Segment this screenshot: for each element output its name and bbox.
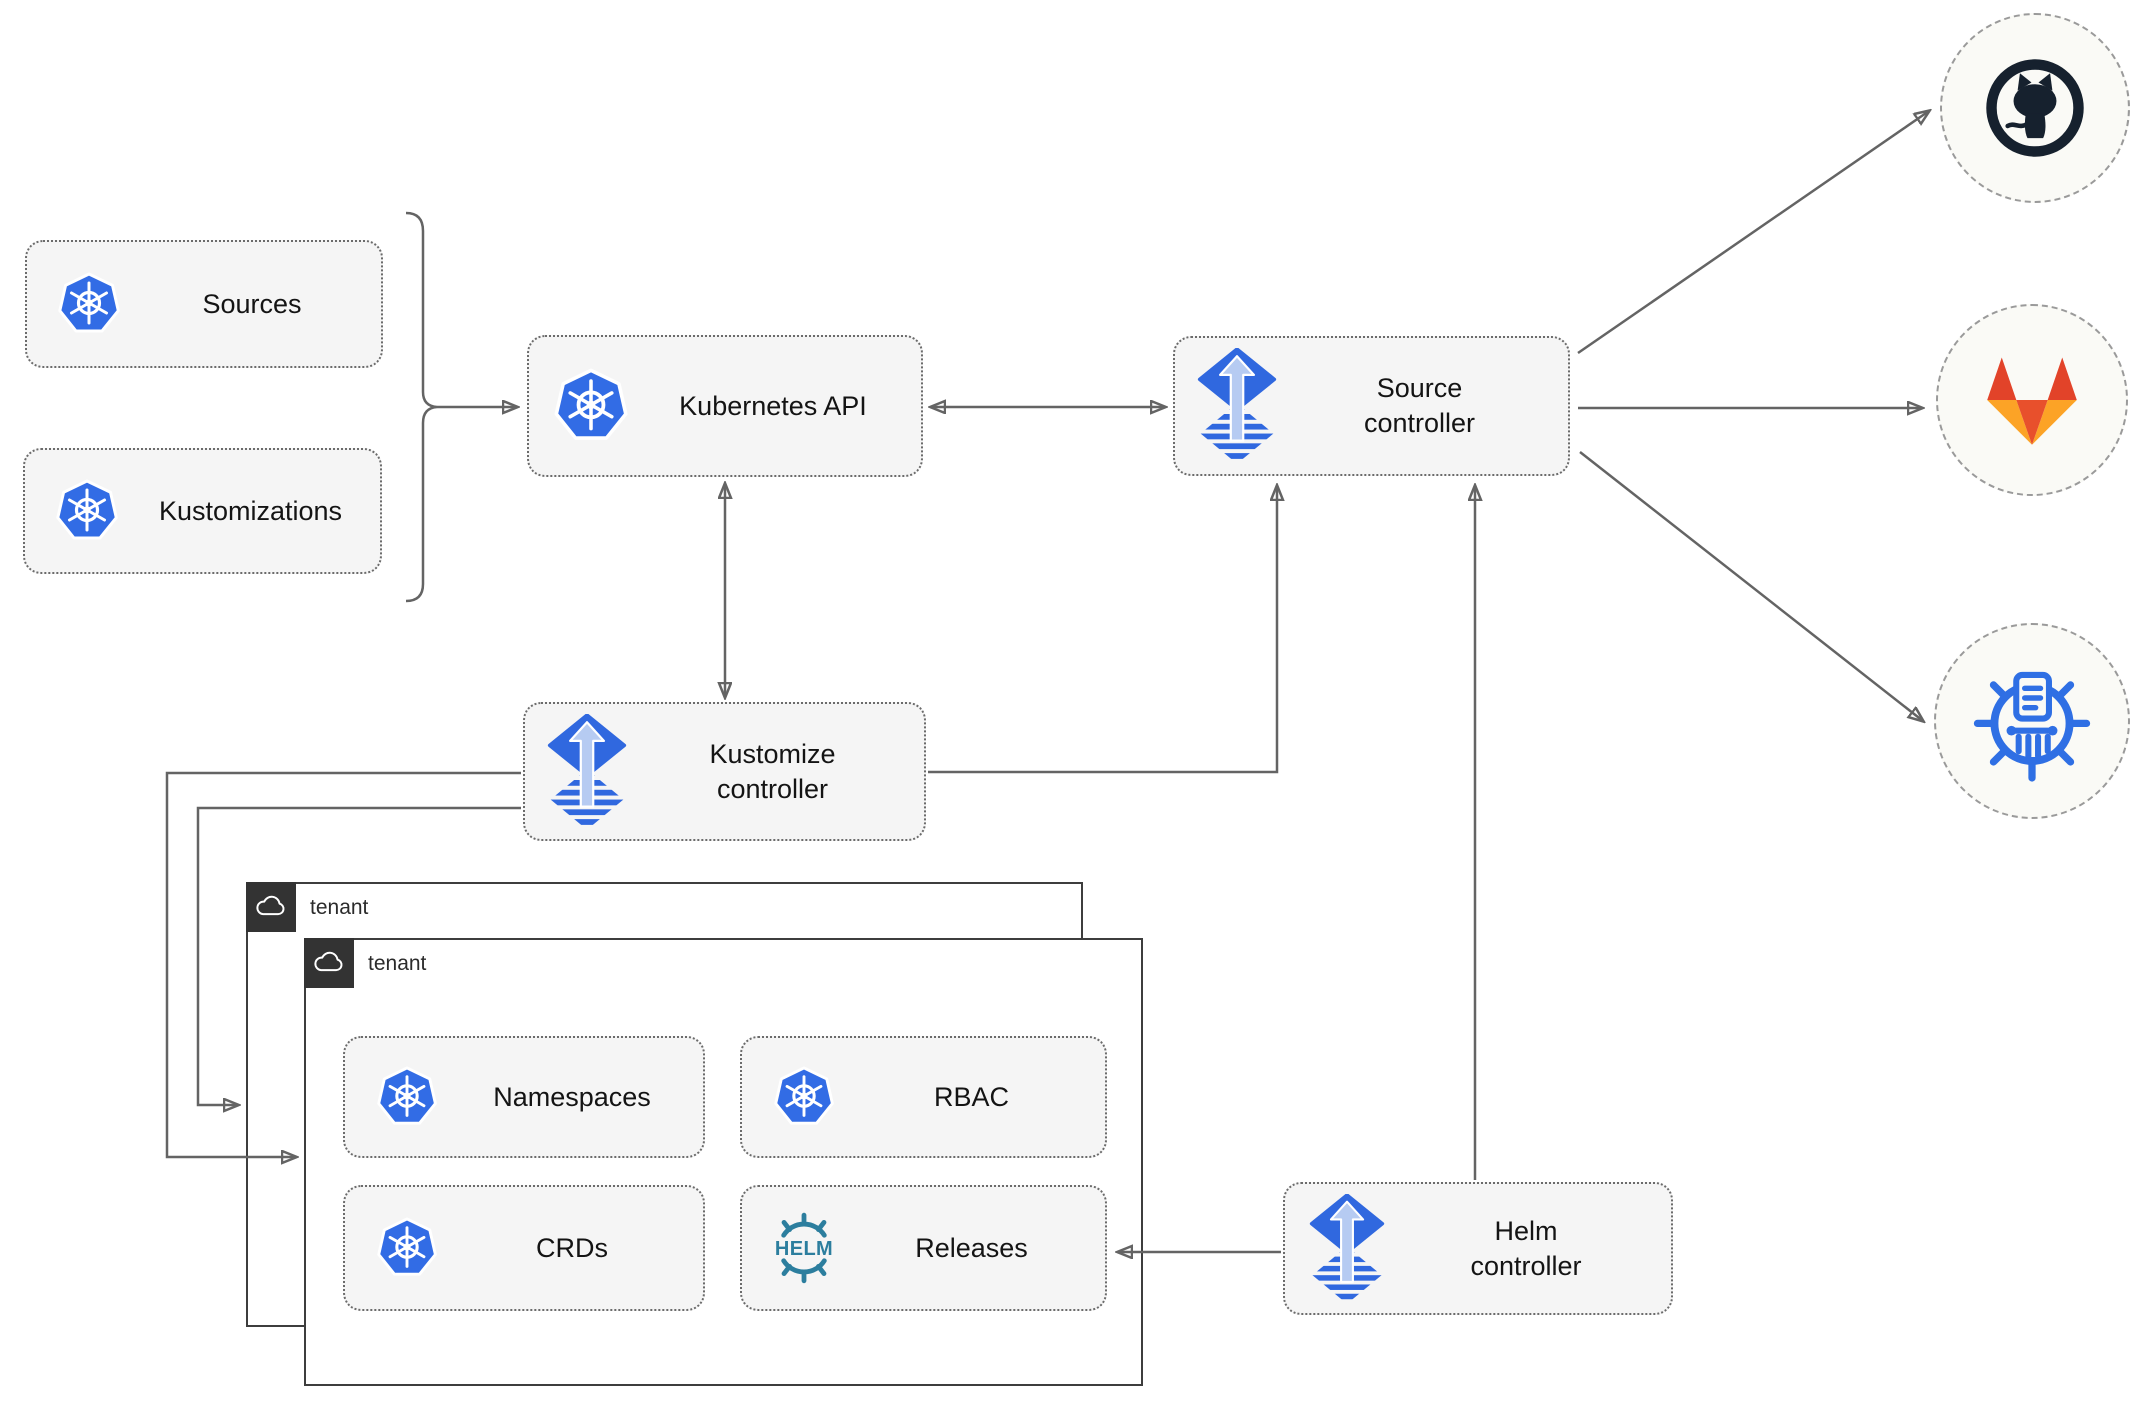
- node-label: Sources: [202, 288, 302, 319]
- kubernetes-icon: [773, 1066, 835, 1128]
- tenant-label: tenant: [368, 952, 427, 975]
- edge-kustomize-to-source: [928, 486, 1277, 774]
- kubernetes-icon: [553, 368, 629, 444]
- node-label: Kubernetes API: [679, 390, 867, 421]
- tenant-header: [246, 882, 296, 932]
- external-gitlab: [1936, 304, 2128, 496]
- node-label: CRDs: [536, 1232, 608, 1263]
- tenant-group-inner: tenant: [304, 938, 1143, 1386]
- node-rbac: RBAC: [740, 1036, 1107, 1158]
- kubernetes-icon: [57, 272, 121, 336]
- node-label: Kustomizations: [158, 495, 343, 526]
- cloud-icon: [255, 895, 287, 919]
- flux-icon: [1197, 348, 1277, 464]
- node-crds: CRDs: [343, 1185, 705, 1311]
- node-label: Kustomize controller: [709, 738, 836, 804]
- node-namespaces: Namespaces: [343, 1036, 705, 1158]
- helm-icon: HELM: [775, 1212, 833, 1284]
- node-helm-controller: Helm controller: [1283, 1182, 1673, 1315]
- flux-icon: [1309, 1194, 1385, 1304]
- node-label: Releases: [915, 1232, 1028, 1263]
- node-source-controller: Source controller: [1173, 336, 1570, 476]
- cloud-icon: [313, 951, 345, 975]
- kubernetes-icon: [55, 479, 119, 543]
- helm-logo-text: HELM: [775, 1238, 833, 1260]
- node-kustomizations: Kustomizations: [23, 448, 382, 574]
- kubernetes-icon: [376, 1217, 438, 1279]
- flux-icon: [547, 714, 627, 830]
- edge-source-to-github: [1577, 111, 1929, 355]
- tenant-label: tenant: [310, 896, 369, 919]
- gitlab-icon: [1987, 357, 2077, 445]
- external-github: [1940, 13, 2130, 203]
- node-label: Helm controller: [1470, 1215, 1582, 1281]
- node-releases: HELM Releases: [740, 1185, 1107, 1311]
- github-icon: [1986, 59, 2084, 157]
- edge-source-to-chart-repository: [1579, 451, 1923, 721]
- kubernetes-icon: [376, 1066, 438, 1128]
- node-kustomize-controller: Kustomize controller: [523, 702, 926, 841]
- node-label: Source controller: [1363, 373, 1476, 438]
- node-sources: Sources: [25, 240, 383, 368]
- helm-repository-icon: [1973, 671, 2091, 782]
- node-kubernetes-api: Kubernetes API: [527, 335, 923, 477]
- tenant-header: [304, 938, 354, 988]
- node-label: Namespaces: [493, 1081, 651, 1112]
- external-chart-repository: [1934, 623, 2130, 819]
- node-label: RBAC: [933, 1081, 1009, 1112]
- brace-sources-group: [405, 211, 438, 603]
